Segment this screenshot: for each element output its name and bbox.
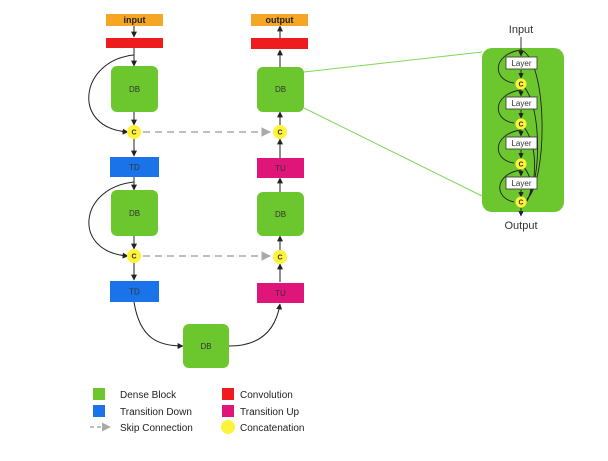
legend-dense-block: Dense Block xyxy=(93,388,177,401)
svg-text:DB: DB xyxy=(275,210,286,219)
transition-up-1: TU xyxy=(257,158,304,178)
svg-text:C: C xyxy=(518,162,523,169)
svg-text:Convolution: Convolution xyxy=(240,390,293,401)
legend-convolution: Convolution xyxy=(222,388,293,401)
legend-swatch-concatenation xyxy=(221,420,235,434)
legend-skip-connection: Skip Connection xyxy=(90,422,193,434)
dense-block-1-label: DB xyxy=(129,85,140,94)
detail-concat-3: C xyxy=(515,158,527,170)
svg-text:Layer: Layer xyxy=(511,139,531,148)
legend-transition-up: Transition Up xyxy=(222,405,300,418)
legend-concatenation: Concatenation xyxy=(221,420,305,434)
transition-up-2: TU xyxy=(257,283,304,303)
svg-text:Dense Block: Dense Block xyxy=(120,390,177,401)
legend-swatch-dense-block xyxy=(93,388,105,400)
convolution-block-output xyxy=(251,38,308,49)
detail-concat-1: C xyxy=(515,78,527,90)
svg-text:Concatenation: Concatenation xyxy=(240,423,305,434)
concat-node-1: C xyxy=(127,125,141,139)
svg-text:C: C xyxy=(518,122,523,129)
dense-block-1: DB xyxy=(111,66,158,112)
legend-swatch-transition-up xyxy=(222,405,234,417)
svg-text:Layer: Layer xyxy=(511,99,531,108)
detail-layer-3: Layer xyxy=(505,136,538,150)
legend-swatch-transition-down xyxy=(93,405,105,417)
concat-node-3: C xyxy=(273,125,287,139)
transition-down-2: TD xyxy=(110,281,159,302)
svg-text:DB: DB xyxy=(275,85,286,94)
svg-text:Skip Connection: Skip Connection xyxy=(120,423,193,434)
detail-concat-2: C xyxy=(515,118,527,130)
svg-text:Layer: Layer xyxy=(511,179,531,188)
concat-node-2: C xyxy=(127,249,141,263)
svg-text:TU: TU xyxy=(275,289,286,298)
zoom-lines xyxy=(303,51,483,197)
output-box: output xyxy=(251,14,308,26)
detail-output-label: Output xyxy=(504,220,537,232)
convolution-block-input xyxy=(106,38,163,48)
legend-swatch-convolution xyxy=(222,388,234,400)
transition-down-1: TD xyxy=(110,157,159,177)
concat-node-4: C xyxy=(273,250,287,264)
connector-lines xyxy=(88,25,283,349)
detail-layer-4: Layer xyxy=(505,176,538,190)
input-box: input xyxy=(106,14,163,26)
svg-text:Transition Down: Transition Down xyxy=(120,407,192,418)
svg-text:C: C xyxy=(277,255,282,262)
output-label: output xyxy=(266,15,294,25)
svg-text:C: C xyxy=(518,82,523,89)
detail-layer-1: Layer xyxy=(505,56,538,70)
svg-text:C: C xyxy=(518,200,523,207)
detail-input-label: Input xyxy=(509,24,533,36)
skip-connections xyxy=(143,127,271,261)
svg-text:Transition Up: Transition Up xyxy=(240,407,300,418)
svg-text:Layer: Layer xyxy=(511,59,531,68)
dense-block-bottleneck: DB xyxy=(183,324,229,368)
dense-block-detail: Input Output Layer xyxy=(482,24,564,232)
detail-concat-4: C xyxy=(515,196,527,208)
input-label: input xyxy=(124,15,146,25)
svg-text:TD: TD xyxy=(129,288,140,297)
detail-dense-block xyxy=(482,48,564,212)
svg-text:C: C xyxy=(131,254,136,261)
dense-block-4: DB xyxy=(257,67,304,112)
legend-transition-down: Transition Down xyxy=(93,405,192,418)
svg-text:TD: TD xyxy=(129,163,140,172)
svg-text:DB: DB xyxy=(200,342,211,351)
svg-text:TU: TU xyxy=(275,164,286,173)
svg-text:C: C xyxy=(131,130,136,137)
dense-block-3: DB xyxy=(257,192,304,236)
detail-layer-2: Layer xyxy=(505,96,538,110)
svg-text:DB: DB xyxy=(129,209,140,218)
legend: Dense Block Transition Down Skip Connect… xyxy=(90,388,305,434)
svg-text:C: C xyxy=(277,130,282,137)
dense-block-2: DB xyxy=(111,190,158,236)
